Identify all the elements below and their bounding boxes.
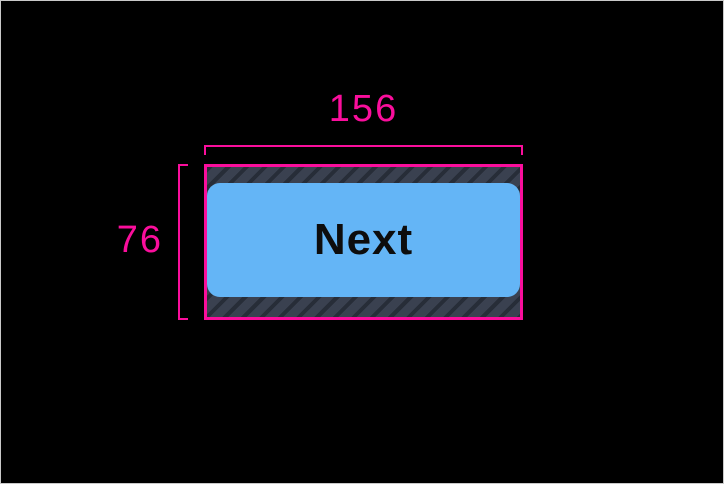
- touch-target-bounds-hatched: Next: [204, 164, 523, 320]
- next-button[interactable]: Next: [207, 183, 520, 297]
- width-dimension-label: 156: [328, 88, 399, 130]
- height-measurement-bracket: [178, 164, 188, 320]
- height-dimension-label: 76: [116, 219, 163, 261]
- width-measurement-bracket: [204, 145, 523, 155]
